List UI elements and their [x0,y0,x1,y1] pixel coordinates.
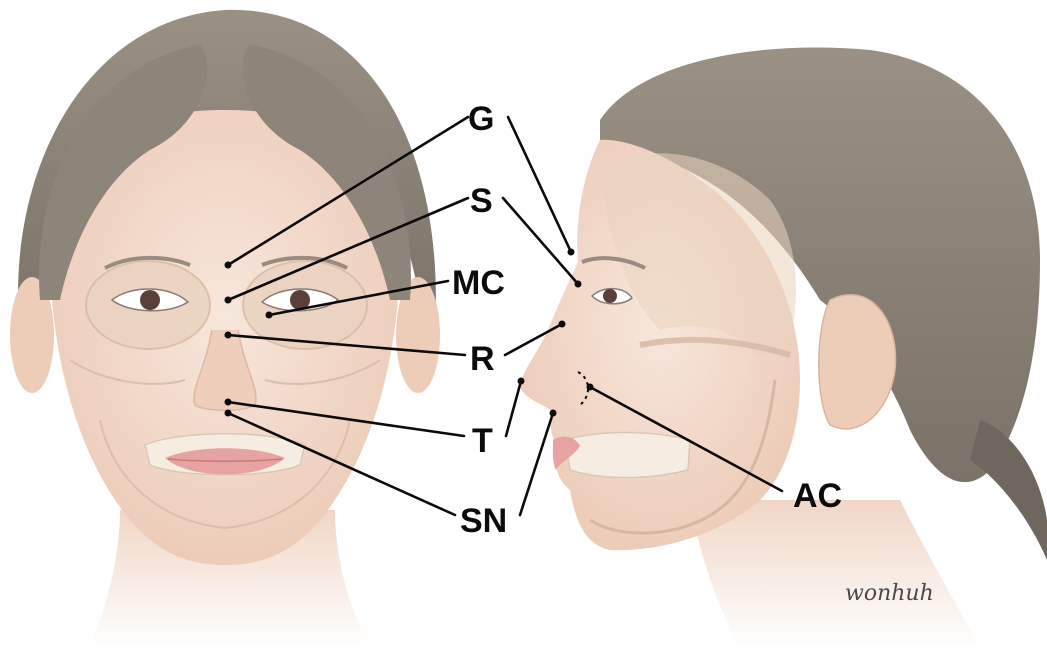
point-s-frontal [225,297,232,304]
profile-ear [819,295,896,429]
frontal-face-illustration [10,10,440,648]
point-sn-frontal [225,410,232,417]
leader-g-profile [508,117,571,252]
point-r-profile [559,321,566,328]
profile-iris [603,289,617,303]
label-sn: SN [460,502,507,540]
profile-neck [690,500,980,648]
leader-sn-profile [520,413,553,515]
frontal-left-iris [140,290,160,310]
point-mc-frontal [266,312,273,319]
label-mc: MC [452,264,505,302]
point-s-profile [575,281,582,288]
profile-teeth [565,433,690,478]
point-sn-profile [550,410,557,417]
profile-face-illustration [520,48,1047,648]
point-t-frontal [225,399,232,406]
point-g-profile [568,249,575,256]
point-r-frontal [225,332,232,339]
point-ac-profile [587,384,594,391]
point-t-profile [518,378,525,385]
leader-t-profile [506,381,521,436]
label-ac: AC [793,477,842,515]
profile-ponytail [970,420,1047,560]
label-r: R [470,340,495,378]
label-t: T [472,422,493,460]
point-g-frontal [225,262,232,269]
artist-signature: wonhuh [845,581,934,606]
label-g: G [468,100,494,138]
label-s: S [470,182,493,220]
